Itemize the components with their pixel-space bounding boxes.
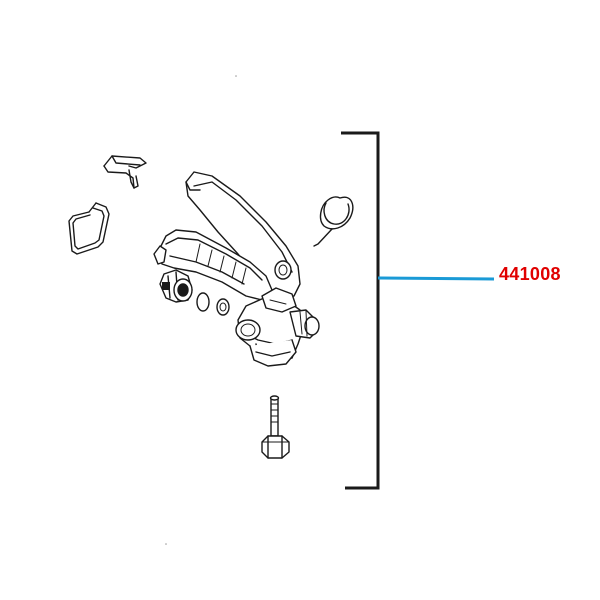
clip-icon: [103, 155, 147, 189]
group-bracket: [341, 131, 380, 490]
o-ring-small-icon: [216, 298, 230, 316]
spring-icon: [313, 196, 354, 247]
retainer-icon: [68, 202, 110, 255]
part-number-label: 441008: [499, 264, 561, 284]
bolt-icon: [261, 395, 290, 459]
plug-icon: [159, 269, 193, 303]
o-ring-large-icon: [196, 292, 210, 312]
leader-line: [377, 276, 495, 281]
handle-assembly-icon: [153, 171, 320, 367]
